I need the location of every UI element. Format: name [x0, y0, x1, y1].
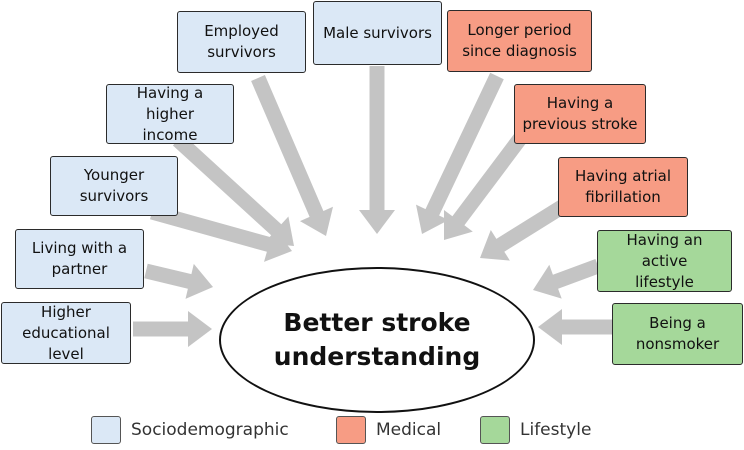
factor-text-line: survivors [79, 187, 149, 205]
factor-text-line: Younger [83, 166, 145, 184]
factor-text-line: Having a higher [136, 83, 204, 123]
arrow-employed [251, 75, 333, 236]
factor-text-line: Being a [649, 314, 706, 332]
factor-text-line: Having atrial [574, 167, 672, 185]
arrow-male [359, 66, 395, 234]
arrow-previous [444, 127, 531, 240]
factor-text-line: Having an active [626, 230, 703, 270]
arrow-longer [416, 72, 504, 234]
factor-employed-survivors: Employed survivors [177, 11, 306, 73]
arrow-income [172, 134, 294, 246]
factor-previous-stroke: Having a previous stroke [514, 84, 646, 144]
factor-text-line: Having a [546, 94, 614, 112]
center-text-line: Better stroke [283, 308, 471, 337]
arrow-nonsmoker [538, 309, 612, 345]
arrow-education [133, 311, 212, 347]
factor-atrial-fibrillation: Having atrial fibrillation [558, 157, 688, 217]
factor-text-line: level [48, 344, 84, 363]
factor-text-line: educational [22, 323, 110, 342]
factor-text-line: income [142, 125, 198, 144]
factor-younger-survivors: Younger survivors [50, 156, 178, 216]
legend-medical: Medical [336, 414, 441, 446]
factor-text-line: Longer period [467, 21, 572, 39]
factor-text-line: Male survivors [323, 23, 432, 42]
legend-sociodemographic: Sociodemographic [91, 414, 289, 446]
factor-active-lifestyle: Having an active lifestyle [597, 230, 732, 292]
arrow-atrial [480, 198, 569, 261]
factor-nonsmoker: Being a nonsmoker [612, 303, 743, 365]
legend-lifestyle: Lifestyle [480, 414, 591, 446]
factor-text-line: Living with a [31, 239, 128, 257]
legend-label: Sociodemographic [131, 420, 289, 440]
factor-text-line: nonsmoker [635, 335, 720, 353]
legend-swatch-sociodemographic [91, 416, 121, 444]
arrow-younger [150, 204, 292, 262]
arrow-partner [144, 263, 213, 299]
arrow-active [533, 259, 601, 299]
factor-higher-income: Having a higher income [106, 84, 234, 144]
center-outcome-ellipse: Better stroke understanding [219, 267, 535, 413]
factor-text-line: partner [51, 260, 108, 278]
legend-swatch-lifestyle [480, 416, 510, 444]
factor-male-survivors: Male survivors [313, 1, 442, 65]
center-text-line: understanding [273, 342, 481, 371]
factor-text-line: survivors [207, 43, 276, 61]
factor-higher-education: Higher educational level [1, 302, 131, 364]
factor-text-line: since diagnosis [462, 42, 577, 60]
legend-label: Medical [376, 420, 442, 440]
factor-text-line: Employed [204, 22, 279, 40]
factor-text-line: lifestyle [635, 272, 694, 291]
factor-text-line: Higher [41, 302, 91, 321]
legend-label: Lifestyle [520, 420, 592, 440]
legend-swatch-medical [336, 416, 366, 444]
factor-text-line: previous stroke [522, 115, 638, 133]
factor-longer-period-since-diagnosis: Longer period since diagnosis [447, 10, 592, 72]
factor-text-line: fibrillation [585, 188, 661, 206]
factor-living-with-partner: Living with a partner [15, 229, 144, 289]
